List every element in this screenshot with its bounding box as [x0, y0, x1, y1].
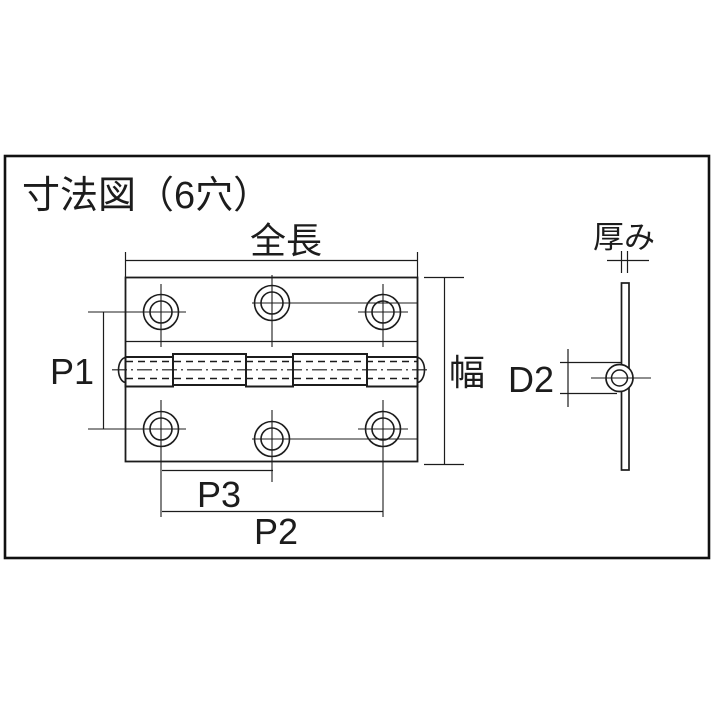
- d2-label: D2: [508, 359, 554, 400]
- dim-overall-length: 全長: [124, 220, 419, 277]
- knuckle-segment: [366, 356, 419, 388]
- p3-label: P3: [197, 474, 241, 515]
- hinge-knuckle-band: [112, 353, 430, 388]
- dim-thickness: 厚み: [593, 220, 655, 273]
- hinge-side-view: 厚み D2: [508, 220, 655, 471]
- dim-p1: P1: [50, 312, 105, 429]
- hinge-front-view: 全長 P1 P3 P2 幅: [50, 220, 485, 552]
- hole-center-marks: [88, 275, 417, 517]
- overall-length-label: 全長: [250, 220, 322, 261]
- dim-d2: D2: [508, 349, 622, 407]
- thickness-label: 厚み: [593, 220, 655, 255]
- diagram-title: 寸法図（6穴）: [22, 175, 271, 217]
- dim-p2: P2: [162, 510, 383, 552]
- p1-label: P1: [50, 351, 94, 392]
- width-label: 幅: [449, 352, 485, 393]
- dim-p3: P3: [162, 469, 273, 515]
- p2-label: P2: [254, 511, 298, 552]
- dim-width: 幅: [424, 276, 485, 466]
